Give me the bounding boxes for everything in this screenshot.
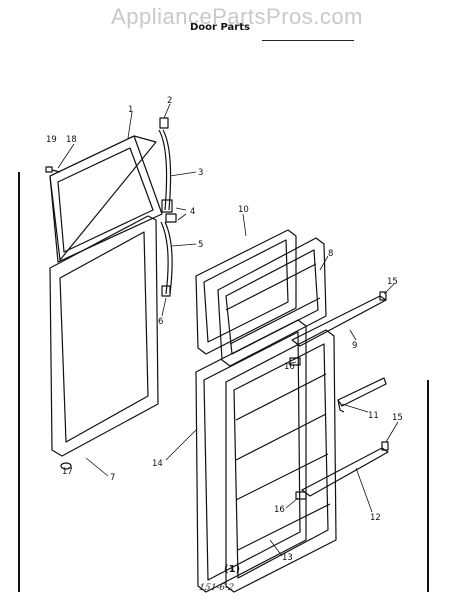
callout-9: 9 [352,341,357,351]
callout-5: 5 [198,240,203,250]
callout-15-lower: 15 [392,413,403,423]
lower-hinge-assembly [160,221,173,297]
callout-8: 8 [328,249,333,259]
callout-14: 14 [152,459,163,469]
fresh-food-door-gasket [49,215,159,457]
callout-11: 11 [368,411,379,421]
callout-12: 12 [370,513,381,523]
callout-16-upper: 16 [284,362,295,372]
freezer-liner-gasket [195,229,297,355]
left-margin-bar [18,172,20,592]
callout-18: 18 [66,135,77,145]
site-watermark: AppliancePartsPros.com [111,4,363,29]
shelf-retainer-lower [295,491,307,500]
leader-lines [57,103,399,557]
callout-16-lower: 16 [274,505,285,515]
door-stop-screw [45,166,61,173]
callout-10: 10 [238,205,249,215]
callout-4: 4 [190,207,195,217]
callout-15-upper: 15 [387,277,398,287]
handwritten-note: 151-6-2 [198,583,235,593]
bottom-hinge-pin [60,462,72,470]
callout-17: 17 [62,467,73,477]
callout-3: 3 [198,168,203,178]
freezer-door-rack [291,291,387,347]
freezer-door-gasket [49,135,163,263]
callout-7: 7 [110,473,115,483]
fresh-food-door-liner [225,329,337,593]
callout-6: 6 [158,317,163,327]
callout-labels: 1 2 3 4 5 6 7 8 9 10 11 12 13 14 15 15 1… [46,96,403,563]
fresh-food-door-rack [301,441,389,497]
freezer-door-liner [217,237,327,367]
callout-2: 2 [167,96,172,106]
dairy-compartment [337,377,387,413]
figure-label: (1) [224,564,241,575]
right-margin-bar [427,380,429,592]
shelf-retainer-upper [289,357,301,366]
title-underline [262,40,354,41]
fresh-food-liner-gasket [195,319,307,593]
callout-13: 13 [282,553,293,563]
upper-hinge-assembly [158,117,177,223]
diagram-title: Door Parts [190,22,250,33]
callout-1: 1 [128,105,133,115]
callout-19: 19 [46,135,57,145]
